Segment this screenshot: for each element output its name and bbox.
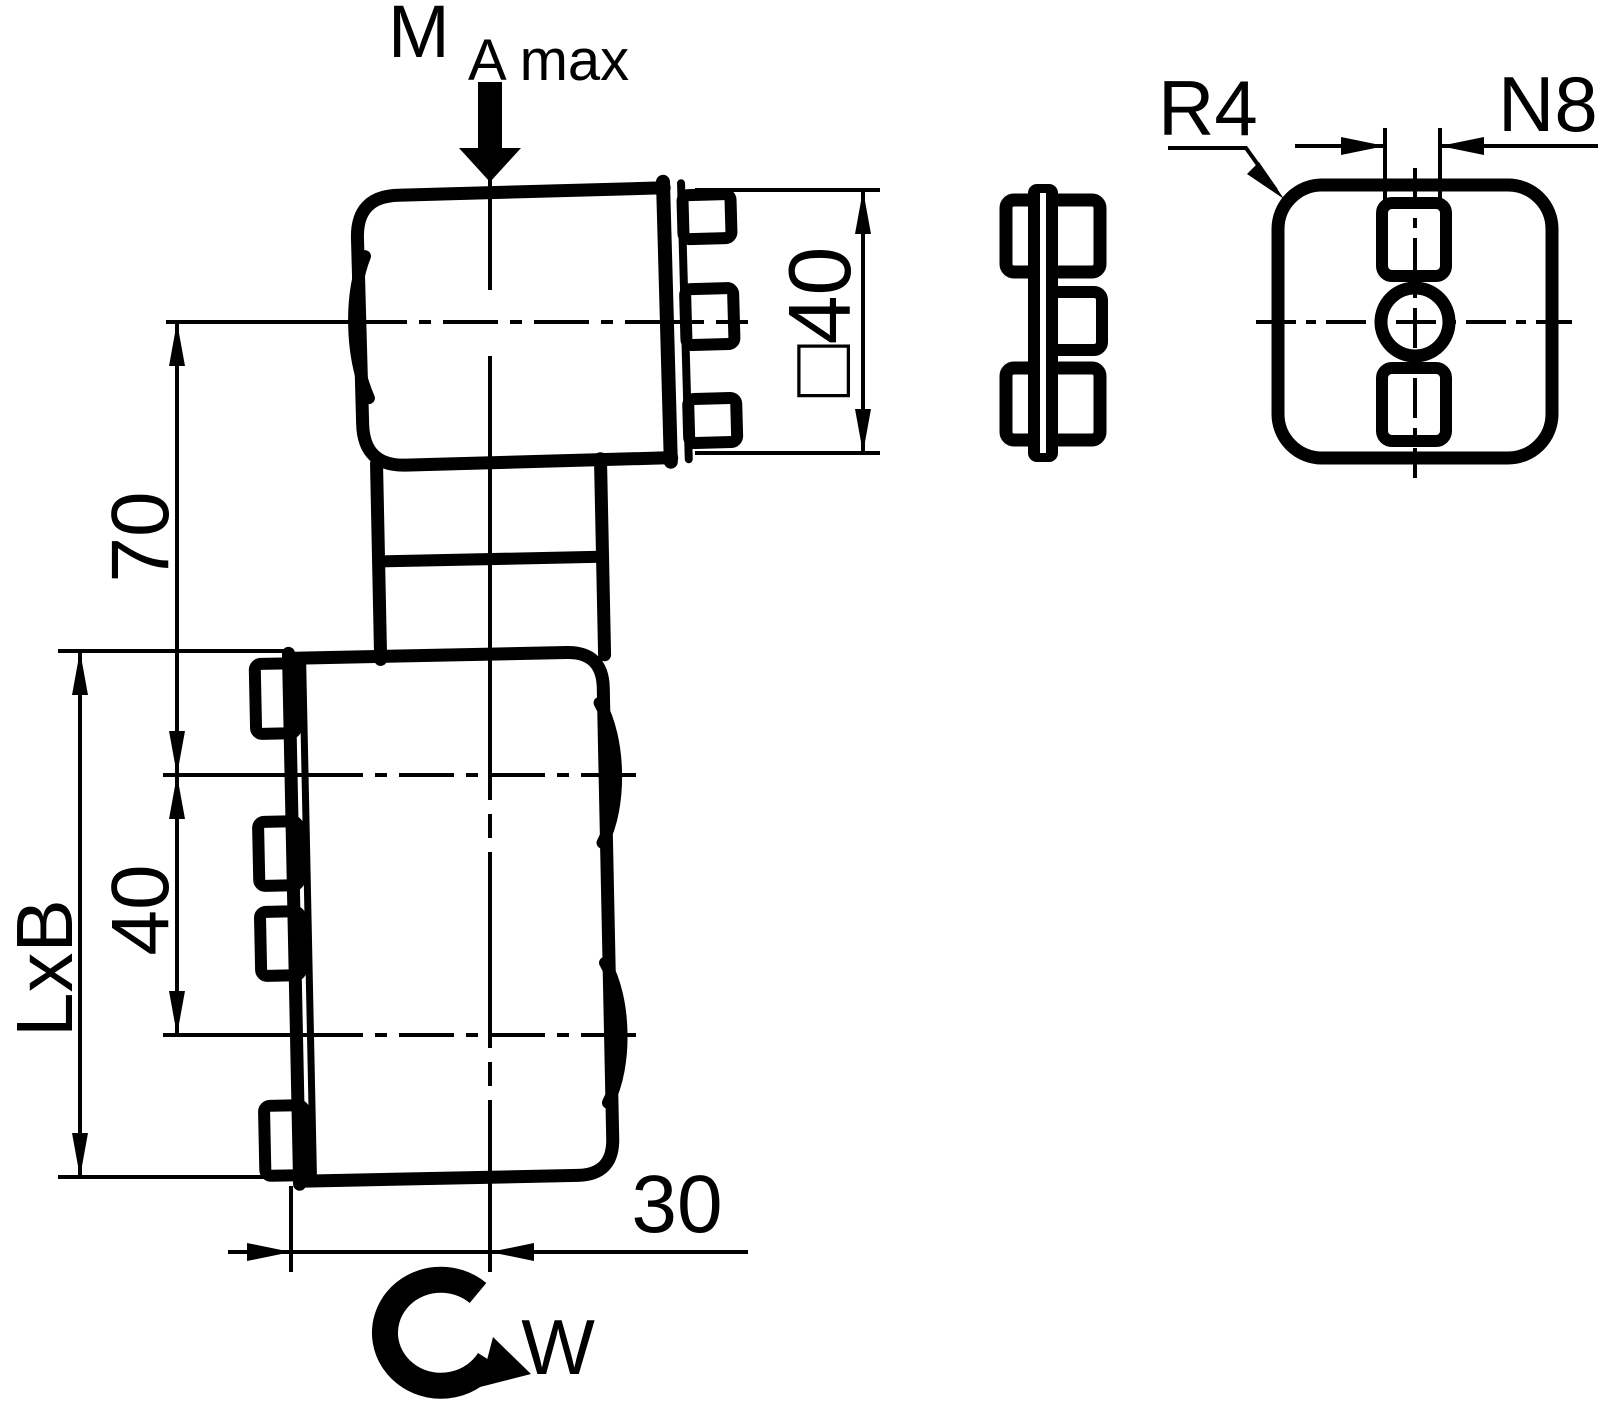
dim-70-label: 70 (95, 491, 186, 582)
dimension-square40 (695, 188, 880, 455)
surface-label: N8 (1498, 60, 1598, 148)
torque-arrow-icon (459, 82, 521, 182)
torque-subscript-label: A max (468, 28, 629, 93)
cylinder-silhouette-arc (348, 250, 375, 405)
gripper-finger-tab (252, 815, 306, 892)
gripper-finger-tab (679, 282, 741, 352)
torque-label: M (388, 0, 450, 73)
dim-40-label: 40 (95, 864, 186, 955)
square40-label: □40 (770, 246, 869, 397)
gripper-finger-tab (682, 392, 744, 450)
radius-label: R4 (1158, 64, 1258, 152)
upper-jaw-block (348, 174, 744, 472)
horizontal-centerlines (163, 320, 748, 1037)
end-face-view (1256, 168, 1572, 478)
cylinder-silhouette-arc (599, 956, 628, 1109)
gripper-finger-tab (254, 905, 308, 982)
front-view (163, 174, 748, 1272)
lxb-label: LxB (0, 899, 89, 1037)
profile-plate-seam (1040, 193, 1046, 453)
gripper-finger-tab (676, 188, 738, 246)
side-profile-view (999, 184, 1108, 462)
dimension-n8 (1295, 128, 1598, 206)
dimension-lxb (58, 649, 292, 1179)
dimension-30 (228, 1186, 748, 1272)
dimension-70 (169, 322, 185, 1035)
leader-r4 (1168, 146, 1284, 199)
lower-jaw-block (248, 452, 628, 1191)
rotation-arrow-icon (372, 1266, 531, 1399)
gripper-finger-tab (248, 657, 303, 740)
dim-30-label: 30 (631, 1159, 722, 1250)
rotation-label: W (521, 1303, 595, 1391)
cylinder-silhouette-arc (593, 696, 623, 849)
